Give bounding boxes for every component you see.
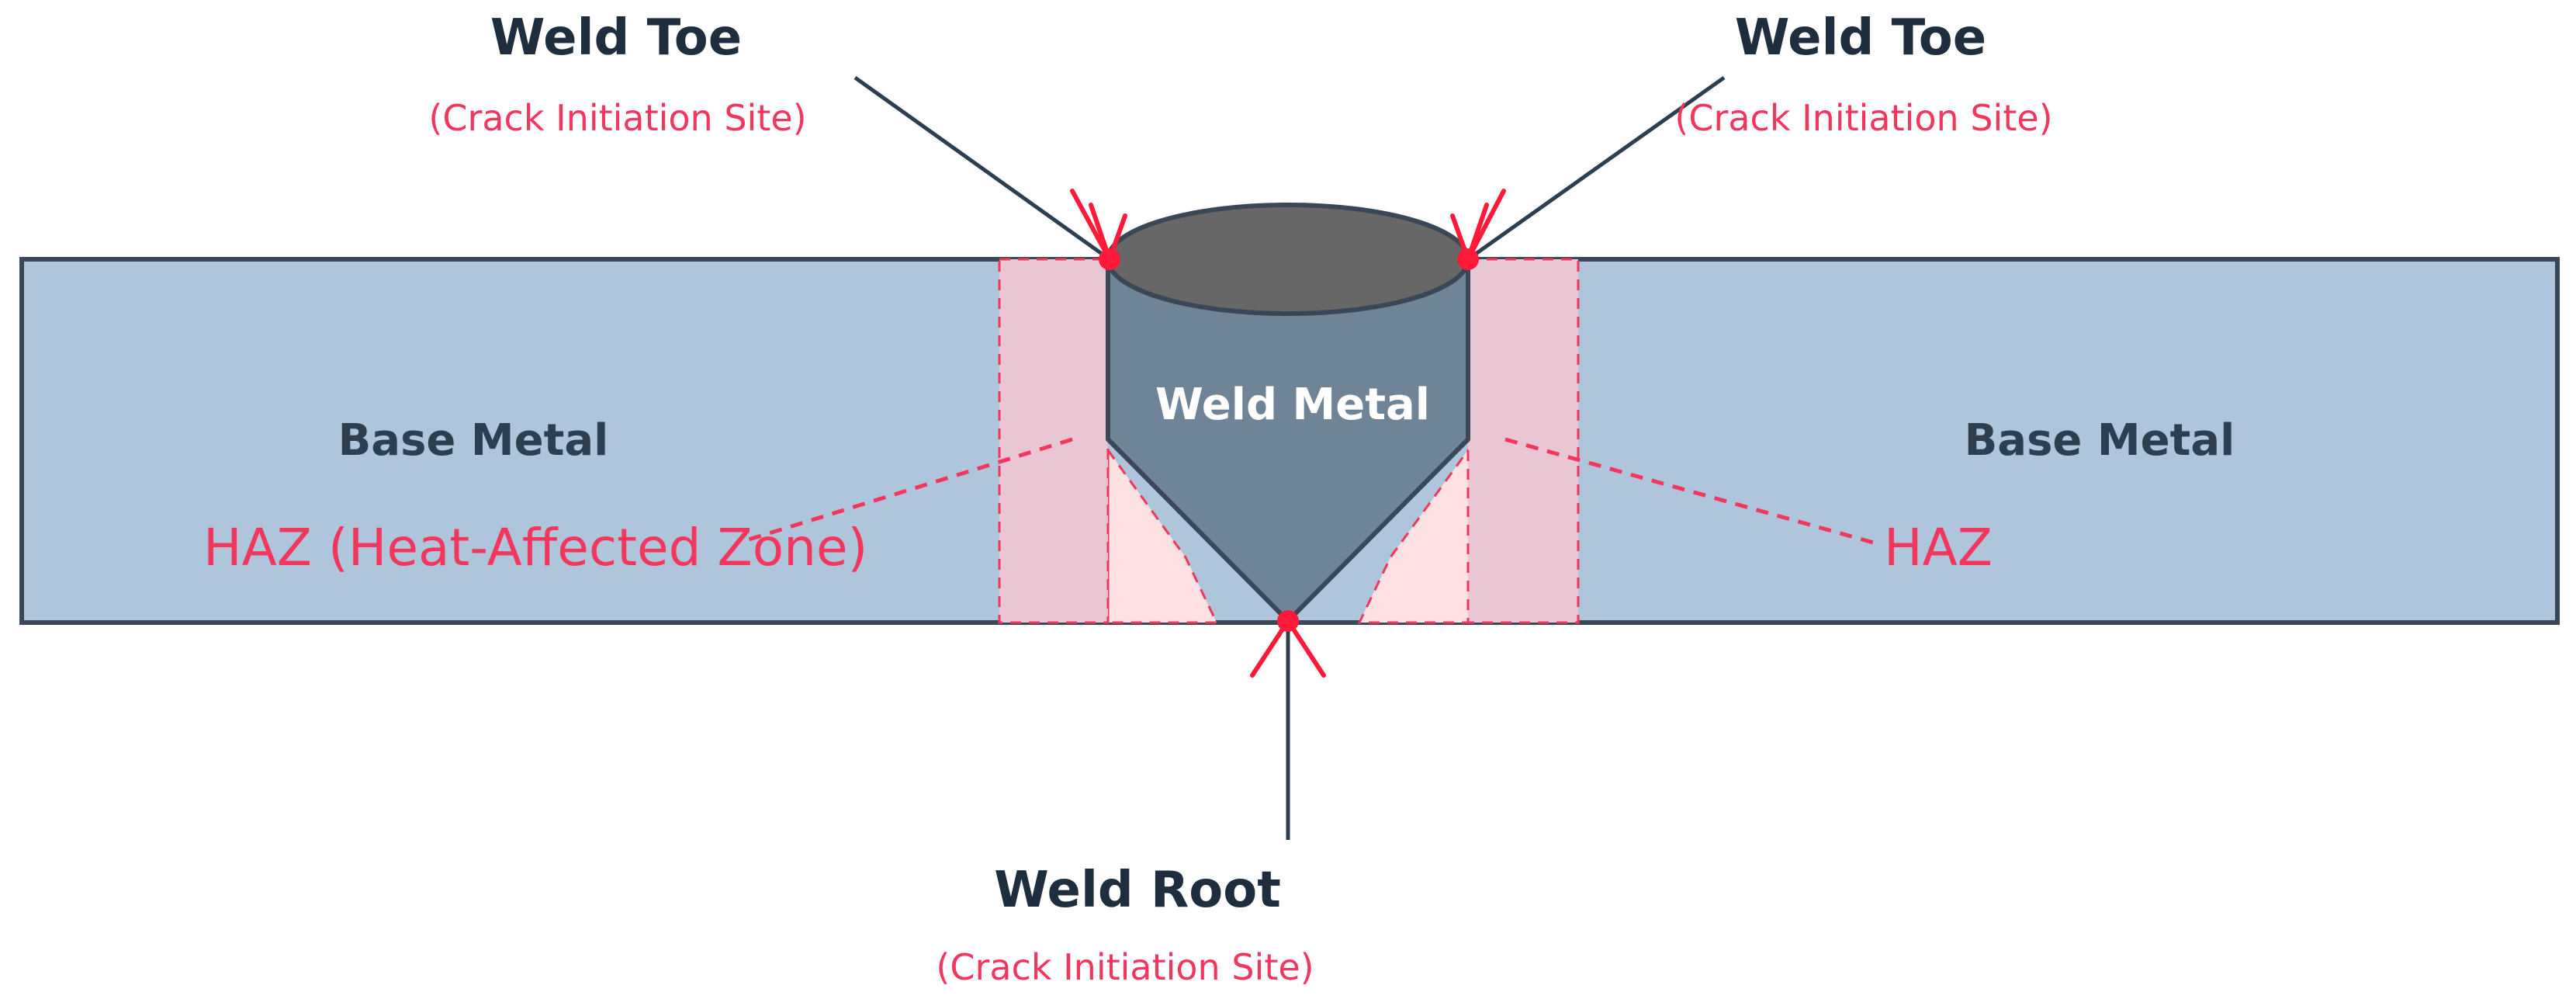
crack-point-root — [1277, 610, 1299, 632]
label-weld-toe-right-sub: (Crack Initiation Site) — [1674, 97, 2052, 139]
label-weld-toe-left-sub: (Crack Initiation Site) — [428, 97, 806, 139]
leader-line-weld-toe-right — [1466, 75, 1726, 262]
haz-lower-left — [1106, 446, 1219, 624]
weld-cap — [1106, 203, 1470, 316]
crack-point-toe-left — [1099, 248, 1120, 270]
haz-band-left — [998, 258, 1110, 624]
label-haz-right: HAZ — [1884, 518, 1993, 578]
label-weld-toe-right: Weld Toe — [1735, 9, 1986, 67]
label-weld-root-sub: (Crack Initiation Site) — [936, 946, 1314, 988]
haz-pointer-left — [746, 437, 1073, 543]
label-base-metal-left: Base Metal — [338, 415, 609, 466]
label-weld-metal: Weld Metal — [1155, 380, 1430, 430]
leader-line-weld-toe-left — [853, 75, 1111, 262]
crack-point-toe-right — [1457, 248, 1479, 270]
label-weld-toe-left: Weld Toe — [490, 9, 742, 67]
haz-band-right — [1466, 258, 1580, 624]
label-weld-root: Weld Root — [994, 862, 1281, 919]
label-base-metal-right: Base Metal — [1965, 415, 2235, 466]
label-haz-left: HAZ (Heat-Affected Zone) — [203, 518, 867, 578]
